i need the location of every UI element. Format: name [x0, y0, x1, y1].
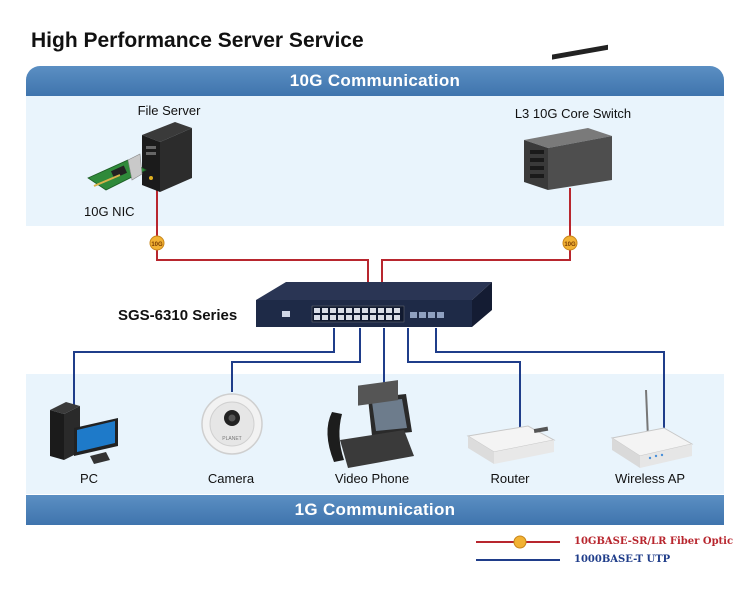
- utp-links: [73, 328, 665, 432]
- fiber-link-file-server: [156, 190, 369, 282]
- 10g-banner: 10G Communication: [26, 66, 724, 96]
- video-phone-label: Video Phone: [334, 471, 410, 486]
- core-switch-label: L3 10G Core Switch: [514, 106, 632, 121]
- wireless-ap-label: Wireless AP: [614, 471, 686, 486]
- file-server-icon: [142, 122, 192, 192]
- legend-fiber-line: [476, 535, 560, 549]
- utp-link-router: [407, 328, 521, 428]
- legend-fiber-text: 10GBASE-SR/LR Fiber Optic: [574, 536, 734, 547]
- sgs-6310-switch-icon: [256, 282, 492, 327]
- utp-link-camera: [231, 328, 361, 392]
- 10g-nic-label: 10G NIC: [84, 204, 135, 219]
- router-label: Router: [490, 471, 530, 486]
- file-server-label: File Server: [137, 103, 201, 118]
- utp-link-wireless-ap: [435, 328, 665, 432]
- 10g-badge-right-text: 10G: [564, 242, 576, 248]
- page-title: High Performance Server Service: [31, 29, 364, 52]
- pc-icon: [50, 402, 118, 464]
- router-icon: [466, 425, 556, 464]
- fiber-link-core-switch: [381, 188, 571, 282]
- 10g-nic-icon: [87, 153, 147, 191]
- switch-ports: [314, 308, 400, 320]
- legend-utp-text: 1000BASE-T UTP: [574, 554, 671, 565]
- video-phone-icon: [327, 380, 414, 468]
- svg-text:PLANET: PLANET: [222, 436, 241, 442]
- utp-link-pc: [73, 328, 335, 408]
- pc-label: PC: [79, 471, 99, 486]
- 10g-badge-left: 10G: [149, 235, 165, 251]
- fiber-links: [156, 188, 571, 282]
- 10g-badge-right: 10G: [562, 235, 578, 251]
- camera-label: Camera: [207, 471, 255, 486]
- sfp-ports: [410, 312, 444, 318]
- 1g-banner: 1G Communication: [26, 495, 724, 525]
- camera-icon: PLANET: [201, 393, 263, 455]
- 10g-badge-left-text: 10G: [151, 242, 163, 248]
- switch-series-label: SGS-6310 Series: [118, 307, 238, 324]
- wireless-ap-icon: [610, 389, 694, 468]
- core-switch-icon: [524, 44, 612, 190]
